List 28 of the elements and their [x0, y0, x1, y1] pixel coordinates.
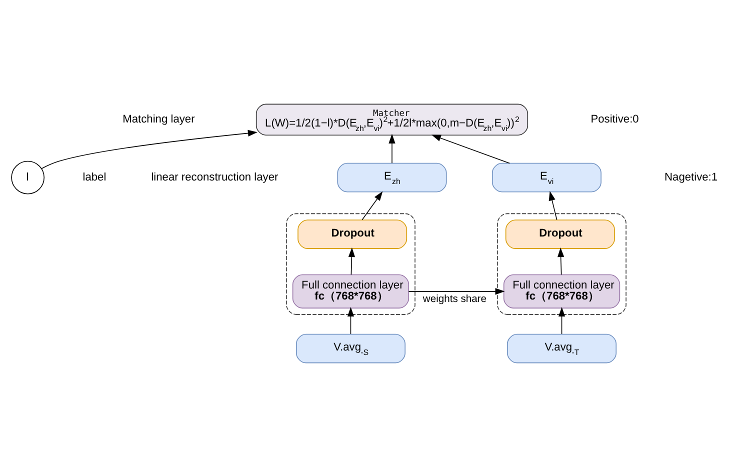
node-box: Matcher L(W)=1/2(1−l)*D(E$_{zh}$,E$_{vi}$)$^{2}$+1/2l*max(0,m−D(E$_{zh}$,E$_{vi}$))$^{2}$ — [256, 104, 528, 136]
label: Positive:0 — [590, 114, 639, 126]
node-box: E$_{zh}$ — [337, 162, 447, 192]
cluster — [286, 213, 416, 315]
node-box: V.avg$_{-T}$ — [507, 334, 617, 364]
node-box: Dropout — [298, 220, 408, 249]
node-box: Full connection layer fc（768*768） — [292, 274, 410, 308]
node-box: Dropout — [505, 220, 615, 249]
arrow — [388, 134, 396, 164]
arrow — [558, 306, 566, 334]
cluster — [497, 213, 626, 315]
arrow — [431, 134, 510, 164]
label: Nagetive:1 — [664, 172, 718, 184]
arrow — [41, 130, 258, 170]
arrow — [548, 191, 558, 220]
node-circle: l — [11, 160, 44, 194]
edge-label: weights share — [422, 294, 486, 306]
node-box: Full connection layer fc（768*768） — [503, 274, 620, 308]
node-box: E$_{vi}$ — [492, 162, 602, 192]
node-box: V.avg$_{-S}$ — [296, 334, 406, 364]
arrow — [348, 247, 356, 275]
label: Matching layer — [122, 114, 195, 126]
arrow — [362, 191, 383, 220]
arrow — [347, 306, 354, 334]
node-label: label — [82, 172, 106, 184]
arrow — [557, 247, 564, 275]
arrow — [408, 288, 505, 295]
label: linear reconstruction layer — [151, 172, 278, 184]
